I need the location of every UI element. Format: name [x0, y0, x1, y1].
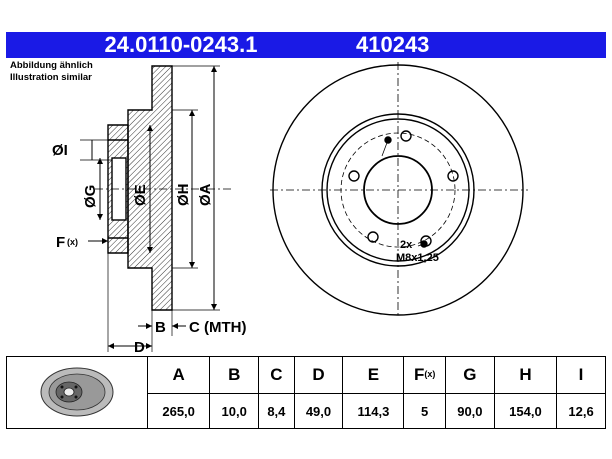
value-b: 10,0: [209, 393, 260, 429]
front-view: [270, 62, 528, 318]
bolt-circle: [340, 132, 456, 248]
value-d: 49,0: [293, 393, 344, 429]
section-view: [80, 65, 232, 352]
col-header-a: A: [146, 356, 211, 394]
value-a: 265,0: [146, 393, 211, 429]
label-dia-h: ØH: [175, 184, 192, 207]
disc-inner-circle-2: [326, 118, 470, 262]
label-dia-g: ØG: [82, 185, 99, 208]
dimension-table: A B C D E F(x) G H I 265,0 10,0 8,4 49,0…: [6, 356, 606, 429]
value-g: 90,0: [444, 393, 495, 429]
disc-thumbnail-cell: [6, 356, 148, 429]
note-line-de: Abbildung ähnlich: [10, 60, 93, 71]
bolt-hole: [348, 170, 360, 182]
bolt-note-thread: M8x1,25: [396, 252, 439, 264]
illustration-note: Abbildung ähnlich Illustration similar: [10, 60, 93, 84]
bolt-hole: [400, 130, 412, 142]
label-b: B: [155, 319, 166, 336]
col-header-g: G: [444, 356, 495, 394]
col-header-f: F(x): [403, 356, 446, 394]
label-c: C (MTH): [189, 319, 246, 336]
table-header-row: A B C D E F(x) G H I: [6, 356, 606, 429]
bolt-hole: [447, 170, 459, 182]
disc-thumbnail-icon: [40, 367, 114, 417]
center-bore: [363, 155, 433, 225]
note-line-en: Illustration similar: [10, 72, 92, 83]
value-i: 12,6: [556, 393, 606, 429]
label-f: F: [56, 234, 65, 251]
col-header-h: H: [493, 356, 558, 394]
label-f-sub: (x): [67, 237, 78, 247]
col-header-e: E: [342, 356, 405, 394]
label-dia-i: ØI: [52, 142, 68, 159]
disc-inner-circle-1: [321, 113, 475, 267]
value-c: 8,4: [258, 393, 295, 429]
col-header-b: B: [209, 356, 260, 394]
header-bar: 24.0110-0243.1 410243: [6, 32, 606, 58]
col-header-c: C: [258, 356, 295, 394]
label-dia-a: ØA: [197, 183, 214, 206]
value-h: 154,0: [493, 393, 558, 429]
label-d: D: [134, 339, 145, 356]
table-value-row: 265,0 10,0 8,4 49,0 114,3 5 90,0 154,0 1…: [7, 393, 606, 429]
value-f: 5: [403, 393, 446, 429]
col-header-d: D: [293, 356, 344, 394]
col-header-i: I: [556, 356, 606, 394]
article-number: 24.0110-0243.1: [104, 32, 258, 57]
bolt-hole: [367, 231, 379, 243]
disc-outer-circle: [272, 64, 524, 316]
bolt-note-count: 2x: [400, 239, 413, 251]
label-dia-e: ØE: [132, 184, 149, 206]
value-e: 114,3: [342, 393, 405, 429]
short-number: 410243: [356, 32, 430, 57]
